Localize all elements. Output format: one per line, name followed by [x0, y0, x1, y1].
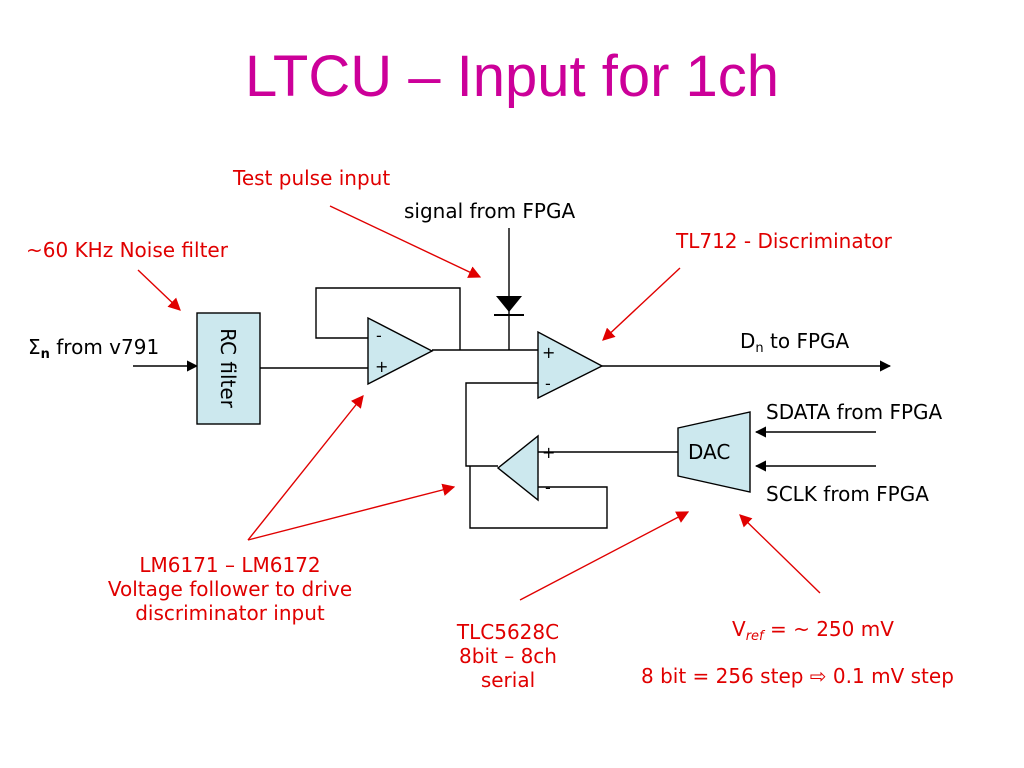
sigma-subscript: n — [40, 347, 50, 362]
sclk-label: SCLK from FPGA — [766, 482, 929, 506]
lm-arrow-1 — [247, 395, 364, 541]
amp1-minus-sign: - — [376, 326, 382, 345]
dn-text: to FPGA — [763, 329, 850, 353]
discriminator-arrow — [602, 267, 681, 341]
amp3-minus-sign: - — [545, 478, 551, 497]
amp2-minus-sign: - — [545, 374, 551, 393]
vref-label: Vref = ~ 250 mV — [732, 617, 894, 645]
lm-line-2: Voltage follower to drive — [107, 577, 353, 601]
sigma-input-label: Σn from v791 — [28, 335, 159, 363]
dn-subscript: n — [755, 341, 764, 356]
sdata-label: SDATA from FPGA — [766, 400, 943, 424]
noise-filter-label: ~60 KHz Noise filter — [26, 238, 228, 262]
dn-output-label: Dn to FPGA — [740, 329, 849, 357]
sigma-text: from v791 — [49, 335, 160, 359]
step-arrow-icon: ⇨ — [809, 664, 827, 688]
vref-subscript: ref — [745, 629, 764, 644]
test-pulse-arrow — [329, 205, 482, 278]
rc-filter-box — [196, 312, 261, 425]
tlc-line-1: TLC5628C — [456, 620, 560, 644]
test-pulse-label: Test pulse input — [233, 166, 391, 190]
dac-box — [677, 411, 751, 493]
amp3-to-amp2-wire — [465, 382, 538, 467]
amp3-feedback-wire — [469, 466, 608, 529]
dac-label: DAC — [688, 440, 731, 464]
amp3-buffer — [496, 434, 539, 502]
tlc-annotation: TLC5628C 8bit – 8ch serial — [428, 620, 588, 692]
tlc-line-3: serial — [480, 668, 536, 692]
tlc-line-2: 8bit – 8ch — [459, 644, 557, 668]
amp2-discriminator — [537, 330, 604, 400]
step-text-a: 8 bit = 256 step — [641, 664, 810, 688]
discriminator-label: TL712 - Discriminator — [676, 229, 892, 253]
amp1-plus-sign: + — [375, 357, 389, 376]
amp3-plus-sign: + — [542, 443, 556, 462]
step-text-b: 0.1 mV step — [826, 664, 954, 688]
sigma-symbol: Σ — [28, 335, 41, 359]
amp1-voltage-follower — [367, 316, 434, 386]
rc-filter-label: RC filter — [216, 328, 240, 408]
dn-symbol: D — [740, 329, 756, 353]
step-label: 8 bit = 256 step ⇨ 0.1 mV step — [641, 664, 954, 688]
signal-from-fpga-label: signal from FPGA — [404, 199, 576, 223]
vref-symbol: V — [732, 617, 746, 641]
lm-line-3: discriminator input — [135, 601, 325, 625]
amp1-feedback-wire — [315, 287, 461, 350]
diode-symbol — [494, 296, 524, 316]
lm-line-1: LM6171 – LM6172 — [139, 553, 321, 577]
amp2-plus-sign: + — [542, 343, 556, 362]
lm-arrow-2 — [247, 483, 456, 541]
vref-text: = ~ 250 mV — [763, 617, 894, 641]
lm-annotation: LM6171 – LM6172 Voltage follower to driv… — [60, 553, 400, 625]
tlc-arrow — [519, 511, 690, 601]
noise-filter-arrow — [137, 269, 181, 311]
slide-title: LTCU – Input for 1ch — [244, 44, 780, 109]
vref-arrow — [739, 514, 821, 594]
